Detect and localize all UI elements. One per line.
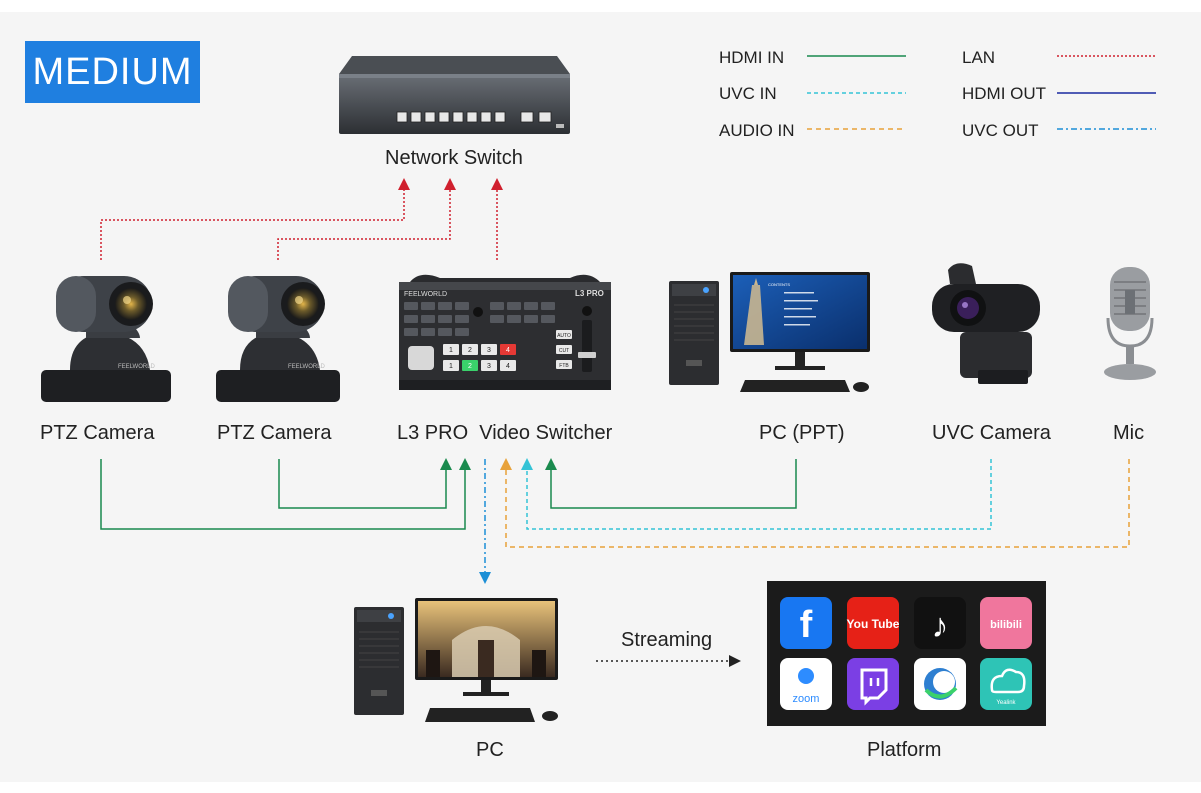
twitch-icon xyxy=(847,658,899,710)
switcher-pvw-key-3: 3 xyxy=(487,347,491,354)
tier-badge: MEDIUM xyxy=(25,41,200,103)
switcher-pvw-key-1: 1 xyxy=(449,347,453,354)
platform-board: f You Tube ♪ bilibili zoom xyxy=(767,581,1046,726)
switcher-pgm-key-1: 1 xyxy=(449,363,453,370)
pc-ppt-label: PC (PPT) xyxy=(759,422,845,444)
switcher-pgm-key-4: 4 xyxy=(506,363,510,370)
hdmi-pc-ppt-line xyxy=(545,458,797,509)
video-switcher-device: FEELWORLD L3 PRO 1 xyxy=(399,274,611,390)
legend-lan-label: LAN xyxy=(962,48,996,67)
yealink-glyph: Yealink xyxy=(996,700,1016,706)
ptz-1-brand: FEELWORLD xyxy=(118,364,156,370)
video-switcher-label: L3 PRO Video Switcher xyxy=(397,422,613,444)
tiktok-glyph: ♪ xyxy=(932,607,949,645)
lan-ptz1-line xyxy=(100,178,410,260)
switcher-pgm-key-3: 3 xyxy=(487,363,491,370)
lan-connections xyxy=(100,178,503,260)
streaming-label: Streaming xyxy=(621,629,713,651)
audio-in-line xyxy=(500,458,1130,548)
legend-hdmi-out-label: HDMI OUT xyxy=(962,84,1047,103)
ptz-camera-2-device: FEELWORLD xyxy=(216,276,340,402)
legend-audio-in-label: AUDIO IN xyxy=(719,121,795,140)
ptz-2-brand: FEELWORLD xyxy=(288,364,326,370)
bilibili-glyph: bilibili xyxy=(990,619,1022,631)
pc-label: PC xyxy=(476,739,504,761)
switcher-model: L3 PRO xyxy=(575,289,604,298)
mic-label: Mic xyxy=(1113,422,1145,444)
hdmi-ptz2-line xyxy=(278,458,452,509)
switcher-pgm-key-2: 2 xyxy=(468,363,472,370)
legend-uvc-in-label: UVC IN xyxy=(719,84,777,103)
bilibili-icon xyxy=(980,597,1032,649)
switcher-pvw-key-2: 2 xyxy=(468,347,472,354)
network-switch-label: Network Switch xyxy=(385,147,523,169)
pc-ppt-device: CONTENTS xyxy=(669,272,870,392)
hdmi-ptz1-line xyxy=(100,458,471,530)
switcher-pvw-key-4: 4 xyxy=(506,347,510,354)
facebook-glyph: f xyxy=(800,604,813,646)
slide-title: CONTENTS xyxy=(768,282,790,287)
ptz-camera-1-label: PTZ Camera xyxy=(40,422,155,444)
legend-lines xyxy=(807,55,1156,130)
facebook-icon xyxy=(780,597,832,649)
legend-hdmi-in-label: HDMI IN xyxy=(719,48,785,67)
ptz-camera-2-label: PTZ Camera xyxy=(217,422,332,444)
ptz-camera-1-device: FEELWORLD xyxy=(41,276,171,402)
lan-ptz2-line xyxy=(277,178,456,260)
switcher-auto-key: AUTO xyxy=(557,333,571,339)
uvc-camera-device xyxy=(932,263,1040,384)
network-switch-device xyxy=(339,56,570,134)
hdmi-in-connections xyxy=(100,458,797,530)
pc-device xyxy=(354,598,558,722)
mic-device xyxy=(1104,267,1156,380)
switcher-ftb-key: FTB xyxy=(559,363,569,369)
youtube-icon xyxy=(847,597,899,649)
uvc-camera-label: UVC Camera xyxy=(932,422,1051,444)
legend-uvc-out-label: UVC OUT xyxy=(962,121,1039,140)
yealink-icon xyxy=(980,658,1032,710)
zoom-glyph: zoom xyxy=(793,693,820,705)
platform-label: Platform xyxy=(867,739,942,761)
switcher-brand: FEELWORLD xyxy=(404,291,447,298)
tiktok-icon xyxy=(914,597,966,649)
uvc-in-line xyxy=(521,458,992,530)
youtube-glyph: You Tube xyxy=(847,617,900,631)
switcher-cut-key: CUT xyxy=(559,348,569,354)
